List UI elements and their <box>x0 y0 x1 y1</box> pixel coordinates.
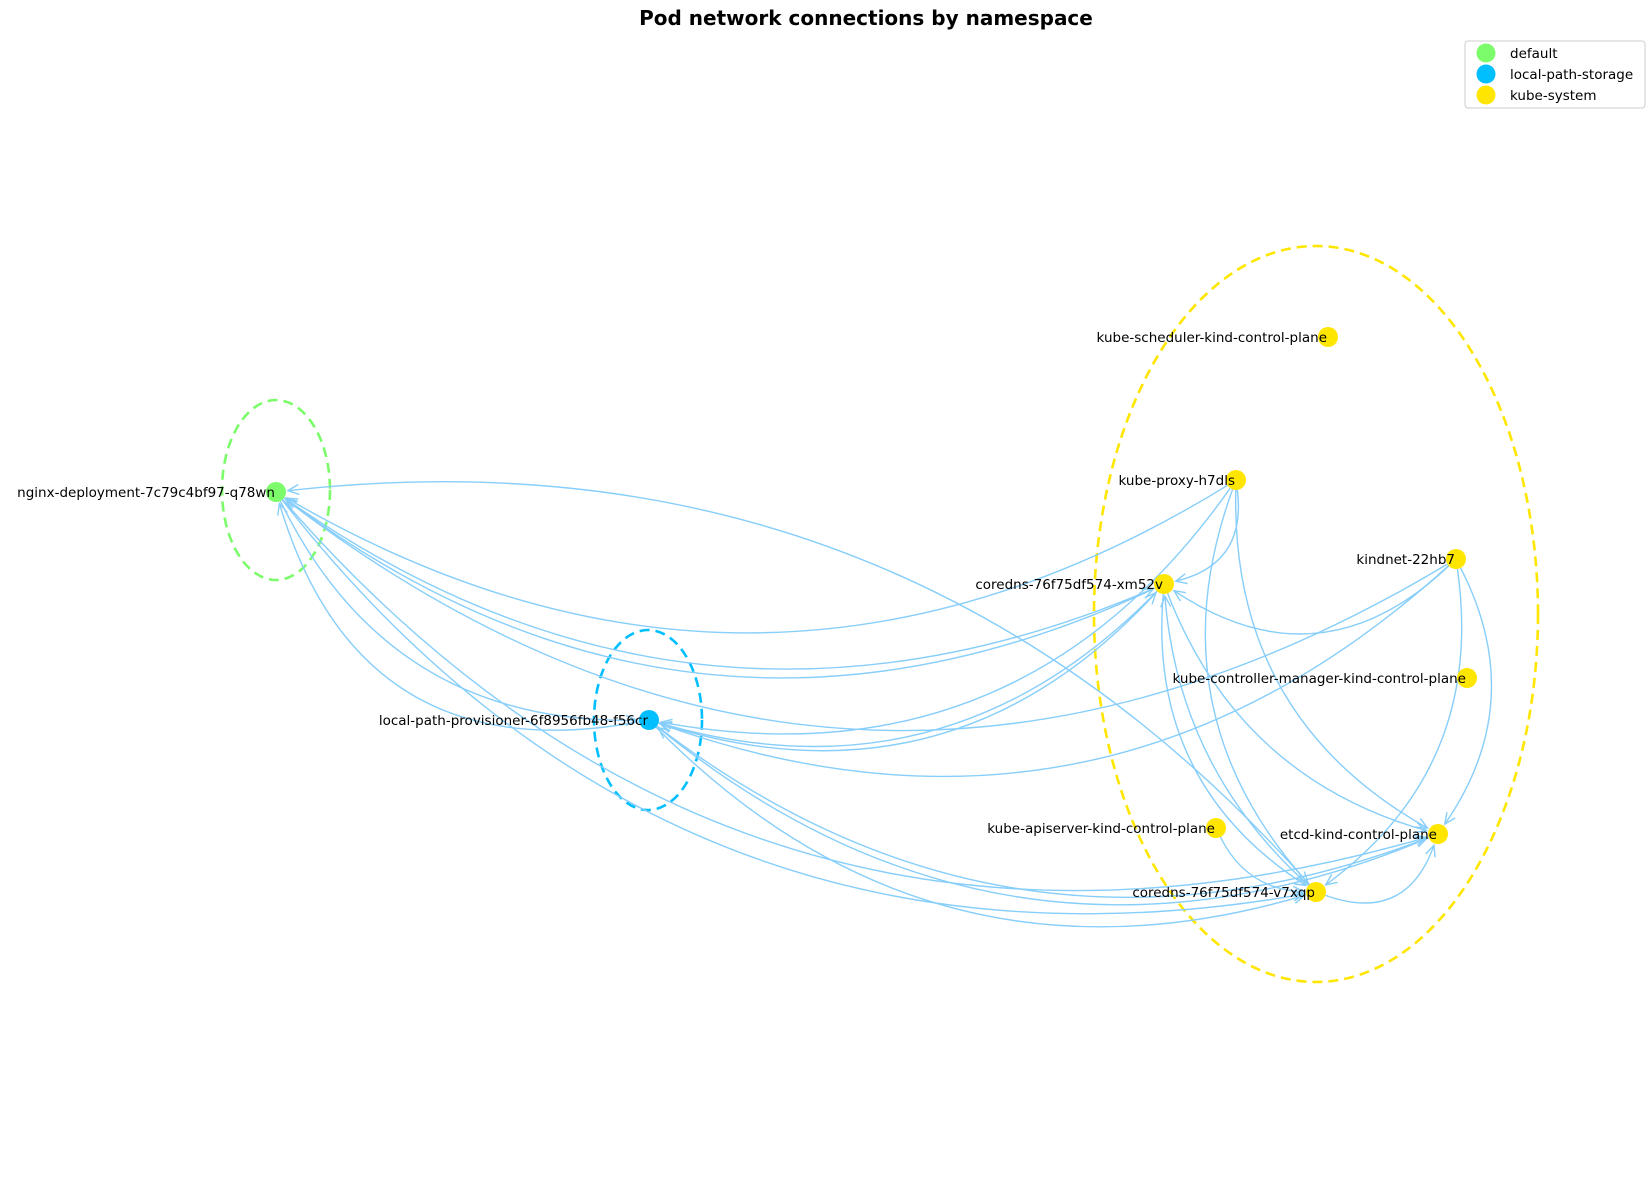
legend-marker-local-path-storage <box>1476 64 1496 84</box>
node-nginx[interactable] <box>266 482 286 502</box>
edge-etcd-to-lpp <box>656 726 1430 906</box>
edge-lpp-to-corednsA <box>658 591 1158 752</box>
node-etcd[interactable] <box>1428 824 1448 844</box>
legend-label-local-path-storage: local-path-storage <box>1510 67 1633 83</box>
nodes <box>266 327 1477 902</box>
node-kindnet[interactable] <box>1446 549 1466 569</box>
edge-corednsB-to-nginx <box>286 481 1310 885</box>
legend-marker-default <box>1476 43 1496 63</box>
namespace-groups <box>220 244 1540 984</box>
node-kcm[interactable] <box>1457 668 1477 688</box>
edge-corednsA-to-etcd <box>1166 593 1429 834</box>
edge-kindnet-to-lpp <box>658 565 1450 778</box>
node-label-proxy: kube-proxy-h7dls <box>1119 473 1235 489</box>
node-lpp[interactable] <box>639 710 659 730</box>
node-label-nginx: nginx-deployment-7c79c4bf97-q78wn <box>17 485 275 501</box>
edge-nginx-to-corednsB <box>281 499 1306 915</box>
node-label-kindnet: kindnet-22hb7 <box>1356 552 1455 568</box>
node-apiserver[interactable] <box>1206 818 1226 838</box>
edge-proxy-to-corednsB <box>1204 489 1310 885</box>
node-corednsA[interactable] <box>1154 574 1174 594</box>
edge-nginx-to-etcd <box>282 499 1429 892</box>
node-labels: nginx-deployment-7c79c4bf97-q78wn local-p… <box>17 330 1466 901</box>
node-proxy[interactable] <box>1226 470 1246 490</box>
edge-proxy-to-corednsA <box>1174 489 1240 585</box>
edge-lpp-to-nginx <box>277 501 640 731</box>
node-label-corednsA: coredns-76f75df574-xm52v <box>975 577 1163 593</box>
edge-lpp-to-etcd <box>656 725 1429 899</box>
edge-corednsA-to-nginx <box>284 497 1156 670</box>
edge-kindnet-to-nginx <box>284 498 1448 732</box>
legend: default local-path-storage kube-system <box>1464 40 1646 109</box>
legend-label-kube-system: kube-system <box>1510 88 1597 104</box>
node-corednsB[interactable] <box>1306 882 1326 902</box>
edge-nginx-to-lpp <box>279 500 639 727</box>
edge-corednsB-to-corednsA <box>1160 594 1310 886</box>
node-label-corednsB: coredns-76f75df574-v7xqp <box>1132 885 1315 901</box>
edge-corednsA-to-lpp <box>658 590 1158 748</box>
edge-apiserver-to-corednsB <box>1219 836 1306 898</box>
namespace-boundary-kube-system <box>1092 244 1540 984</box>
legend-marker-kube-system <box>1476 85 1496 105</box>
legend-frame <box>1464 40 1646 109</box>
namespace-boundary-default <box>220 398 332 582</box>
edge-lpp-to-corednsB <box>655 726 1307 928</box>
edge-proxy-to-etcd <box>1235 489 1429 829</box>
edge-kindnet-to-etcd <box>1443 567 1493 826</box>
node-label-lpp: local-path-provisioner-6f8956fb48-f56cr <box>379 713 649 729</box>
edge-corednsB-to-etcd <box>1325 843 1436 904</box>
edge-kindnet-to-corednsA <box>1172 565 1450 635</box>
node-label-apiserver: kube-apiserver-kind-control-plane <box>987 821 1215 837</box>
edge-proxy-to-nginx <box>284 484 1228 634</box>
edge-kindnet-to-corednsB <box>1324 568 1463 886</box>
diagram-title: Pod network connections by namespace <box>639 6 1093 30</box>
edges <box>277 481 1493 928</box>
node-sched[interactable] <box>1318 327 1338 347</box>
edge-proxy-to-lpp <box>659 487 1231 735</box>
node-label-kcm: kube-controller-manager-kind-control-pla… <box>1173 671 1467 687</box>
edge-corednsA-to-corednsB <box>1161 593 1308 887</box>
node-label-sched: kube-scheduler-kind-control-plane <box>1097 330 1327 346</box>
legend-label-default: default <box>1510 46 1558 62</box>
edge-nginx-to-corednsA <box>283 497 1155 679</box>
node-label-etcd: etcd-kind-control-plane <box>1280 827 1437 843</box>
